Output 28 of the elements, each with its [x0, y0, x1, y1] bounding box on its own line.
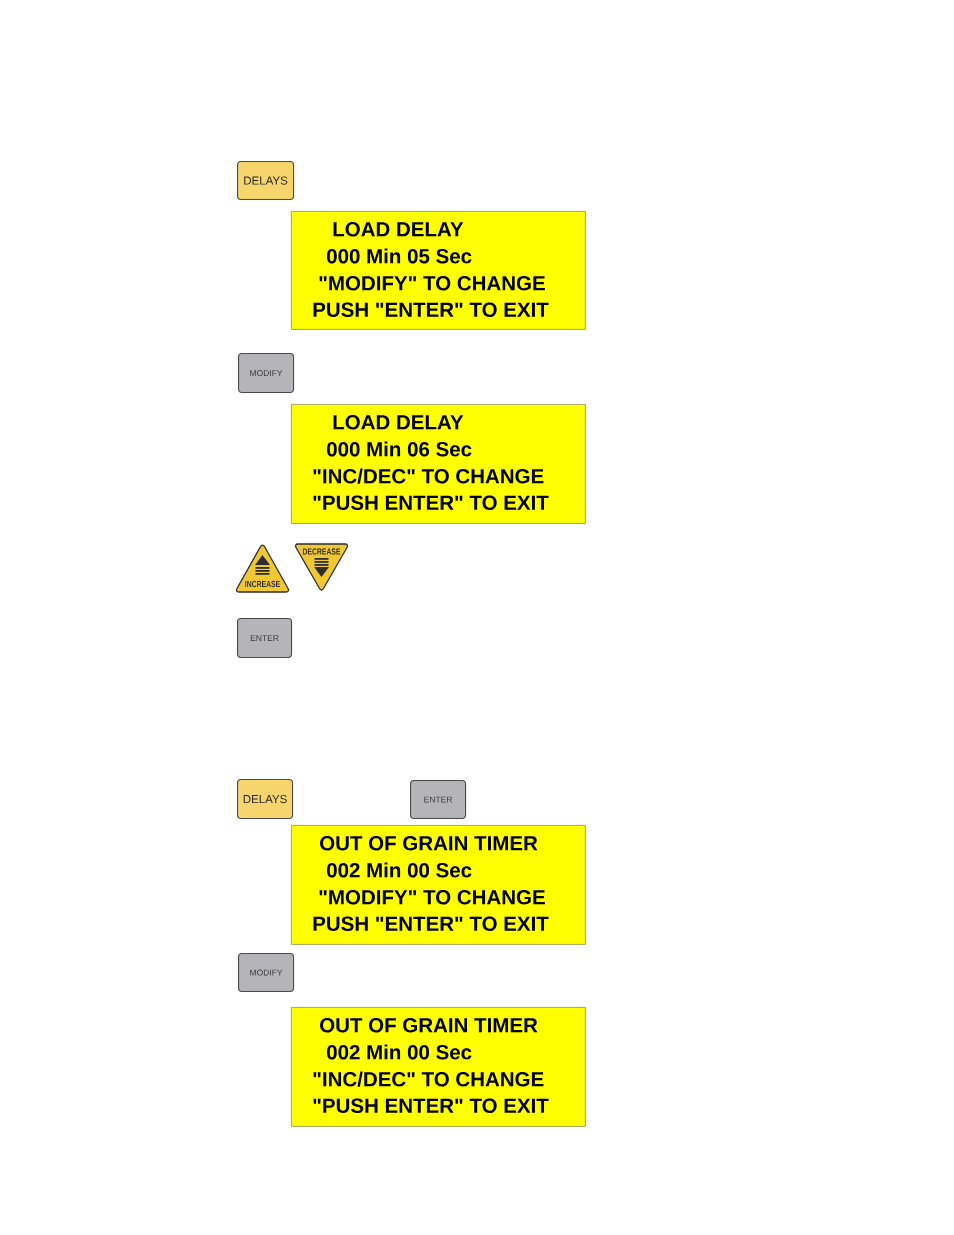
button: MODIFY	[238, 953, 295, 993]
screen-text: PUSH "ENTER" TO EXIT	[313, 916, 549, 931]
button: MODIFY	[238, 353, 295, 394]
triangle-button: DECREASE	[294, 543, 349, 591]
screen-text: OUT OF GRAIN TIMER	[320, 1018, 538, 1033]
lcd-screen	[291, 211, 586, 330]
screen-text: 002 Min 00 Sec	[327, 862, 472, 878]
button: DELAYS	[237, 779, 294, 820]
lcd-screen	[291, 825, 586, 945]
screen-text: "INC/DEC" TO CHANGE	[313, 1071, 544, 1087]
lcd-screen	[291, 404, 586, 524]
screen-text: 000 Min 06 Sec	[327, 441, 472, 457]
screen-text: 002 Min 00 Sec	[327, 1044, 472, 1060]
screen-text: "MODIFY" TO CHANGE	[319, 890, 545, 905]
screen-text: "PUSH ENTER" TO EXIT	[313, 495, 549, 510]
screen-text: 000 Min 05 Sec	[327, 248, 472, 264]
screen-text: OUT OF GRAIN TIMER	[320, 836, 538, 851]
lcd-screen	[291, 1007, 586, 1127]
screen-text: "MODIFY" TO CHANGE	[319, 276, 545, 291]
button: DELAYS	[237, 161, 295, 201]
button: ENTER	[410, 780, 467, 820]
triangle-button: INCREASE	[235, 544, 290, 593]
screen-text: LOAD DELAY	[333, 415, 464, 430]
screen-text: LOAD DELAY	[333, 222, 464, 237]
screen-text: "INC/DEC" TO CHANGE	[313, 468, 544, 484]
button: ENTER	[237, 618, 293, 659]
screen-text: PUSH "ENTER" TO EXIT	[313, 302, 549, 317]
screen-text: "PUSH ENTER" TO EXIT	[313, 1098, 549, 1113]
